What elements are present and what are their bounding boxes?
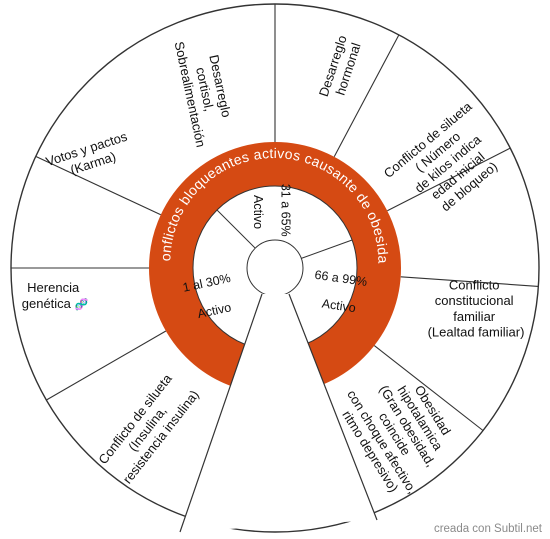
center-hole: [246, 239, 304, 297]
inner-label-activo-31-65: 31 a 65% Activo: [251, 184, 293, 240]
sector-label-herencia-genetica: Herencia genética 🧬: [22, 280, 89, 311]
outer-divider-line: [46, 330, 167, 401]
outer-divider-line: [373, 345, 484, 431]
sector-label-conflicto-constitucional: Conflicto constitucional familiar (Lealt…: [428, 278, 525, 340]
outer-sector-dividers: [11, 4, 539, 431]
dna-icon: 🧬: [75, 297, 89, 311]
outer-divider-line: [400, 276, 539, 287]
inner-sector-dividers: [216, 209, 353, 259]
wedge-edge-right: [288, 293, 378, 521]
inner-divider-line: [216, 209, 256, 249]
wedge-edge-left: [179, 293, 263, 533]
wedge-gap: [180, 294, 377, 532]
sector-label-conflicto-silueta-kilos: Conflicto de silueta ( Número de kilos i…: [381, 96, 518, 228]
credit-text: creada con Subtil.net: [433, 523, 542, 535]
outer-divider-line: [35, 155, 162, 216]
outer-divider-line: [333, 34, 400, 157]
outer-divider-line: [387, 147, 511, 212]
inner-divider-line: [301, 239, 353, 259]
